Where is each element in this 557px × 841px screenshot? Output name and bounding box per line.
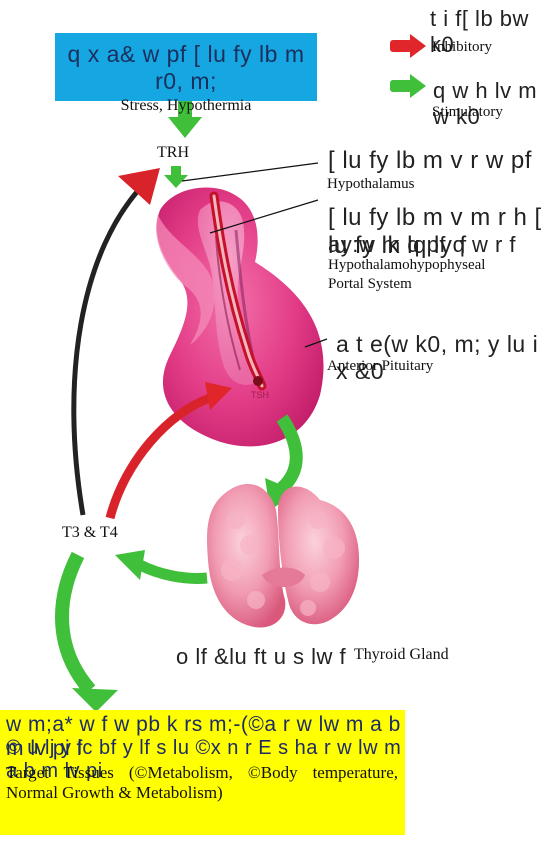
- legend-stimulatory-label: Stimulatory: [432, 104, 503, 121]
- pituitary-gland: [156, 187, 323, 446]
- portal-system-glyphs-line2: ay:w m q pf q w r f: [328, 232, 516, 258]
- tsh-label: TSH: [251, 390, 269, 400]
- thyroid-glyphs: o lf &lu ft u s lw f: [176, 644, 346, 670]
- stress-box-label: Stress, Hypothermia: [55, 97, 317, 115]
- target-tissues-box: w m;a* w f w pb k rs m;-(©a r w lw m a b…: [0, 710, 405, 835]
- legend-inhibitory-arrow: [390, 34, 426, 58]
- thyroid-gland: [207, 484, 359, 628]
- legend-stimulatory-arrow: [390, 74, 426, 98]
- thyroid-to-t3t4-arrow: [115, 550, 207, 580]
- portal-system-label-line2: Portal System: [328, 276, 412, 293]
- trh-label: TRH: [157, 144, 189, 162]
- feedback-arrow-hypothalamus-head: [118, 168, 160, 205]
- hypothalamus-glyphs: [ lu fy lb m v r w pf: [328, 147, 532, 175]
- legend-inhibitory-label: Inhibitory: [432, 39, 492, 56]
- thyroid-label: Thyroid Gland: [354, 646, 449, 664]
- target-tissues-text: Target Tissues (©Metabolism, ©Body tempe…: [6, 763, 398, 803]
- t3t4-to-target-arrow: [62, 555, 118, 712]
- t3t4-label: T3 & T4: [62, 524, 118, 542]
- hypothalamus-pointer: [182, 163, 318, 181]
- anterior-pituitary-label: Anterior Pituitary: [327, 358, 433, 375]
- hypothalamus-label: Hypothalamus: [327, 176, 415, 193]
- stress-box-glyphs: q x a& w pf [ lu fy lb m r0, m;: [55, 41, 317, 95]
- stress-box: q x a& w pf [ lu fy lb m r0, m; Stress, …: [55, 33, 317, 101]
- portal-system-label-line1: Hypothalamohypophyseal: [328, 257, 485, 274]
- trh-down-arrow: [164, 166, 188, 188]
